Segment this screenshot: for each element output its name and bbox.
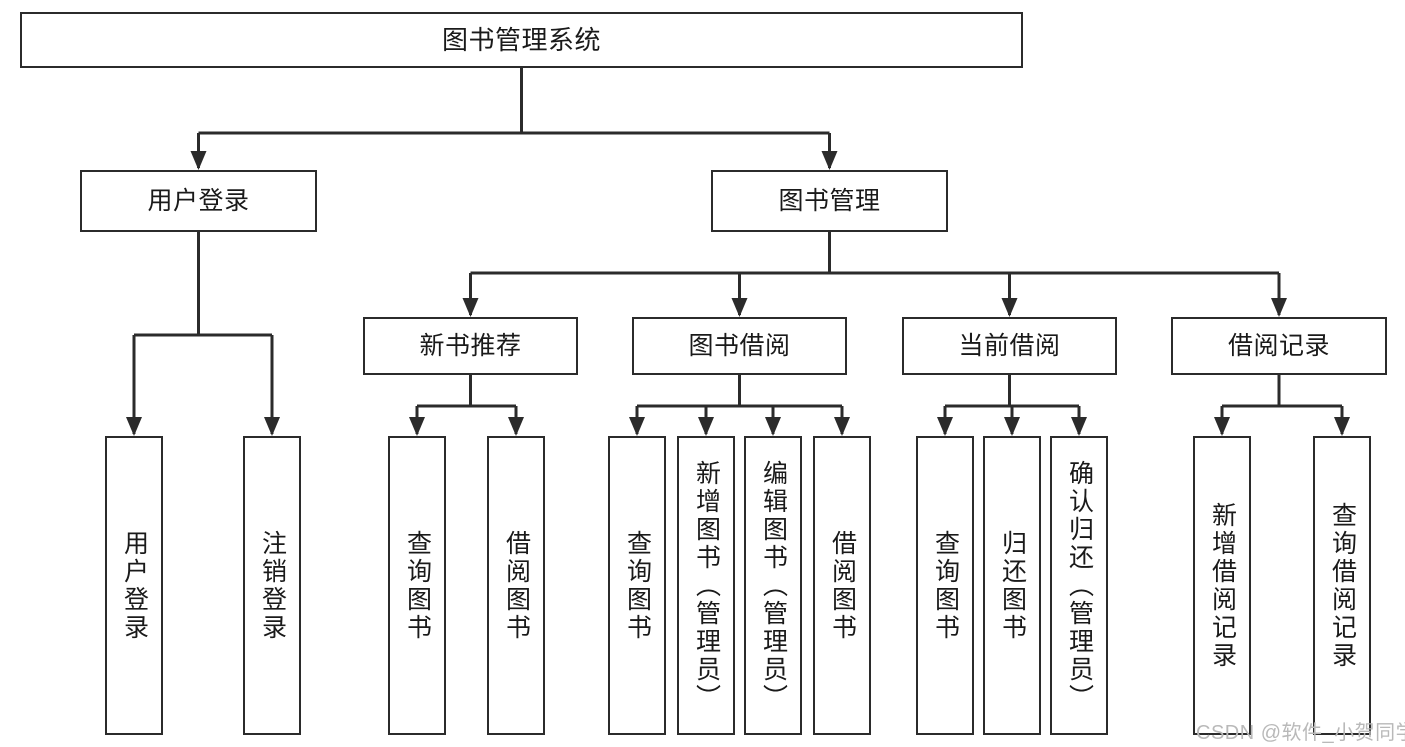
node-label-user-login: 用户登录 xyxy=(147,186,250,215)
arrowhead-leaf-add-record xyxy=(1214,417,1230,436)
node-label-leaf-add-book: 新增图书（管理员） xyxy=(692,459,721,712)
node-label-leaf-query-book-3: 查询图书 xyxy=(931,529,960,642)
node-label-leaf-query-book-1: 查询图书 xyxy=(403,529,432,642)
arrowhead-leaf-borrow-book-2 xyxy=(834,417,850,436)
node-leaf-confirm-return[interactable]: 确认归还（管理员） xyxy=(1050,436,1108,735)
node-label-current-borrow: 当前借阅 xyxy=(958,331,1061,360)
node-label-new-book-rec: 新书推荐 xyxy=(419,331,522,360)
node-label-leaf-return-book: 归还图书 xyxy=(998,529,1027,642)
node-new-book-rec[interactable]: 新书推荐 xyxy=(363,317,578,375)
node-leaf-query-book-1[interactable]: 查询图书 xyxy=(388,436,446,735)
arrowhead-leaf-edit-book xyxy=(765,417,781,436)
arrowhead-leaf-user-logout xyxy=(264,417,280,436)
node-label-root: 图书管理系统 xyxy=(441,24,601,55)
arrowhead-current-borrow xyxy=(1001,298,1018,317)
arrowhead-leaf-query-record xyxy=(1334,417,1350,436)
arrowhead-book-borrow xyxy=(731,298,748,317)
node-label-leaf-query-record: 查询借阅记录 xyxy=(1328,501,1357,670)
node-label-book-manage: 图书管理 xyxy=(778,186,881,215)
node-label-leaf-user-logout: 注销登录 xyxy=(258,529,287,642)
node-label-leaf-confirm-return: 确认归还（管理员） xyxy=(1065,459,1094,712)
node-leaf-query-book-3[interactable]: 查询图书 xyxy=(916,436,974,735)
arrowhead-leaf-confirm-return xyxy=(1071,417,1087,436)
node-root[interactable]: 图书管理系统 xyxy=(20,12,1023,68)
node-leaf-query-book-2[interactable]: 查询图书 xyxy=(608,436,666,735)
arrowhead-leaf-query-book-1 xyxy=(409,417,425,436)
arrowhead-leaf-borrow-book-1 xyxy=(508,417,524,436)
node-label-leaf-edit-book: 编辑图书（管理员） xyxy=(759,459,788,712)
node-leaf-borrow-book-1[interactable]: 借阅图书 xyxy=(487,436,545,735)
arrowhead-leaf-return-book xyxy=(1004,417,1020,436)
node-label-leaf-add-record: 新增借阅记录 xyxy=(1208,501,1237,670)
arrowhead-leaf-query-book-2 xyxy=(629,417,645,436)
node-leaf-query-record[interactable]: 查询借阅记录 xyxy=(1313,436,1371,735)
node-leaf-add-record[interactable]: 新增借阅记录 xyxy=(1193,436,1251,735)
node-label-leaf-query-book-2: 查询图书 xyxy=(623,529,652,642)
arrowhead-leaf-add-book xyxy=(698,417,714,436)
node-leaf-return-book[interactable]: 归还图书 xyxy=(983,436,1041,735)
arrowhead-leaf-query-book-3 xyxy=(937,417,953,436)
arrowhead-borrow-record xyxy=(1271,298,1287,317)
arrowhead-book-manage xyxy=(821,151,838,170)
node-borrow-record[interactable]: 借阅记录 xyxy=(1171,317,1387,375)
node-current-borrow[interactable]: 当前借阅 xyxy=(902,317,1117,375)
node-book-borrow[interactable]: 图书借阅 xyxy=(632,317,847,375)
node-label-leaf-borrow-book-2: 借阅图书 xyxy=(828,529,857,642)
node-leaf-user-logout[interactable]: 注销登录 xyxy=(243,436,301,735)
node-label-leaf-user-login: 用户登录 xyxy=(120,529,149,642)
node-leaf-add-book[interactable]: 新增图书（管理员） xyxy=(677,436,735,735)
node-user-login[interactable]: 用户登录 xyxy=(80,170,317,232)
node-label-book-borrow: 图书借阅 xyxy=(688,331,791,360)
arrowhead-new-book-rec xyxy=(462,298,479,317)
arrowhead-leaf-user-login xyxy=(126,417,142,436)
arrowhead-user-login xyxy=(190,151,207,170)
node-label-leaf-borrow-book-1: 借阅图书 xyxy=(502,529,531,642)
node-book-manage[interactable]: 图书管理 xyxy=(711,170,948,232)
node-leaf-borrow-book-2[interactable]: 借阅图书 xyxy=(813,436,871,735)
node-label-borrow-record: 借阅记录 xyxy=(1227,331,1330,360)
node-leaf-edit-book[interactable]: 编辑图书（管理员） xyxy=(744,436,802,735)
node-leaf-user-login[interactable]: 用户登录 xyxy=(105,436,163,735)
